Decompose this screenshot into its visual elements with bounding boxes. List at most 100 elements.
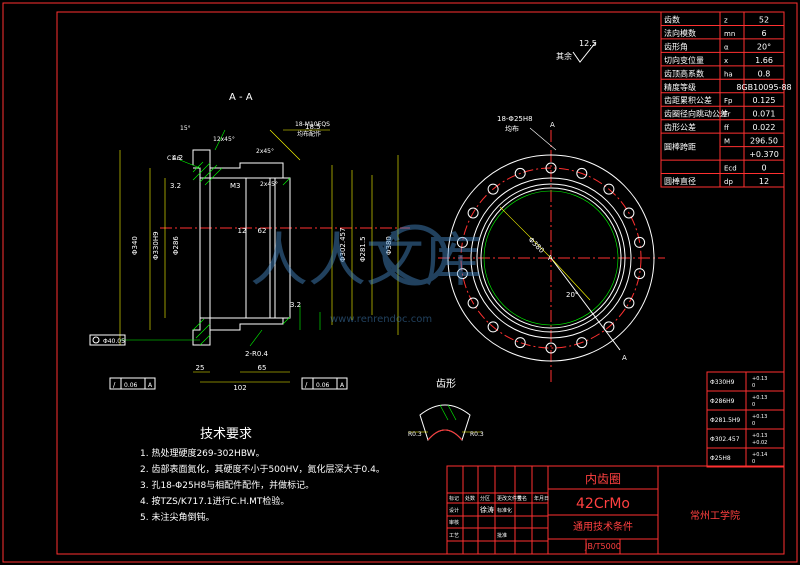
extra-sym: dp <box>724 178 733 186</box>
inner-border <box>56 11 785 555</box>
fcf-box <box>301 377 348 390</box>
bolt-hole <box>467 297 479 309</box>
param-name: 齿形公差 <box>664 122 696 132</box>
front-dia: Φ380 <box>527 236 546 255</box>
tol-upper: +0.13 <box>752 376 767 382</box>
tol-upper: +0.13 <box>752 414 767 420</box>
param-sym: ha <box>724 70 733 78</box>
fcf-tol: 0.06 <box>124 382 138 389</box>
bolt-hole <box>623 207 635 219</box>
tol-upper: +0.13 <box>752 433 767 439</box>
bolt-hole <box>634 268 646 280</box>
dim-102: 102 <box>233 384 246 392</box>
span-name: 圆棒跨距 <box>664 142 696 152</box>
param-sym: Fr <box>724 111 731 119</box>
param-val: 0.071 <box>753 110 776 119</box>
tol-upper: +0.13 <box>752 395 767 401</box>
dim-phi-380: Φ380 <box>385 236 393 255</box>
bolt-hole <box>603 321 615 333</box>
dim-angle: 15° <box>180 125 191 132</box>
bolt-hole <box>545 342 557 354</box>
tech-title: 技术要求 <box>200 427 252 442</box>
param-val: 20° <box>757 42 771 51</box>
tech-item: 4. 按TZS/K717.1进行C.H.MT检验。 <box>140 495 289 507</box>
tb-process: 工艺 <box>449 533 459 539</box>
dim-holes-note: 均布配作 <box>297 130 321 138</box>
tb-header: 年月日 <box>534 495 549 502</box>
tol-lower: +0.02 <box>752 440 767 446</box>
title-block <box>446 465 785 555</box>
bolt-hole <box>467 207 479 219</box>
tb-design: 设计 <box>449 507 459 514</box>
roughness-symbol <box>572 41 597 63</box>
cut-a-bottom: A <box>622 354 627 362</box>
extra-name: 圆棒直径 <box>664 176 696 186</box>
fcf-box <box>109 377 156 390</box>
tb-header: 更改文件号 <box>497 495 522 502</box>
param-name: 法向模数 <box>664 28 696 38</box>
dim-c1-6: C1.6 <box>167 155 181 162</box>
tolerance-table <box>706 371 785 468</box>
tb-review: 审核 <box>449 519 459 526</box>
roughness-text: 其余 <box>556 51 572 61</box>
designer-name: 徐涛 <box>480 505 494 514</box>
cut-a-top: A <box>550 121 555 129</box>
dim-65: 65 <box>258 364 267 372</box>
fcf-symbol: / <box>305 381 308 389</box>
datum-a-mark: A <box>548 254 553 262</box>
tol-lower: 0 <box>752 402 755 408</box>
dim-phi-281: Φ281.5 <box>359 236 367 262</box>
bolt-hole <box>545 162 557 174</box>
tb-header: 分区 <box>480 495 490 502</box>
watermark: 人人文库 www.renrendoc.com <box>250 224 482 325</box>
front-holes: 18-Φ25H8 <box>497 115 533 123</box>
param-sym: Fp <box>724 97 733 105</box>
dim-3-2a: 3.2 <box>170 182 181 190</box>
bolt-hole <box>514 337 526 349</box>
param-name: 精度等级 <box>664 82 696 92</box>
dim-12: 12 <box>238 227 247 235</box>
section-label: A - A <box>229 92 253 103</box>
general-note: 通用技术条件 <box>573 520 633 533</box>
section-view <box>119 129 410 383</box>
dim-chamfer2: 2x45° <box>256 148 274 155</box>
tol-label: Φ286H9 <box>710 398 735 405</box>
tooth-profile <box>408 404 482 442</box>
dim-phi-302: Φ302.457 <box>339 228 347 262</box>
param-val: 1.66 <box>755 56 773 65</box>
fcf-symbol: / <box>113 381 116 389</box>
bolt-hole <box>514 167 526 179</box>
dim-62: 62 <box>258 227 267 235</box>
param-val: 0.125 <box>753 96 776 105</box>
param-name: 切向变位量 <box>664 55 704 65</box>
param-sym: α <box>724 43 729 51</box>
bolt-hole <box>456 236 468 248</box>
param-sym: ff <box>724 124 729 132</box>
dim-phi-340: Φ340 <box>131 236 139 255</box>
dim-25: 25 <box>196 364 205 372</box>
dim-chamfer: 12x45° <box>213 136 235 143</box>
span-sym: M <box>724 138 730 146</box>
datum-value: Φ40.05 <box>103 338 125 345</box>
bolt-hole <box>487 183 499 195</box>
tech-item: 2. 齿部表面氮化，其硬度不小于500HV，氮化层深大于0.4。 <box>140 463 385 475</box>
dim-phi-330: Φ330H9 <box>152 231 160 260</box>
bolt-hole <box>634 236 646 248</box>
tol-lower: 0 <box>752 459 755 465</box>
tol-label: Φ281.5H9 <box>710 417 740 424</box>
span-val: 296.50 <box>750 137 778 146</box>
param-sym: mn <box>724 30 735 38</box>
tol-lower: 0 <box>752 383 755 389</box>
bolt-hole <box>576 337 588 349</box>
standard-ref: JB/T5000 <box>584 542 621 551</box>
param-val: 0.022 <box>753 123 776 132</box>
watermark-text: 人人文库 <box>250 226 482 294</box>
dim-chamfer3: 2x45° <box>260 181 278 188</box>
param-sym: x <box>724 57 728 65</box>
tol-label: Φ302.457 <box>710 436 740 443</box>
material: 42CrMo <box>576 496 630 512</box>
fcf-datum: A <box>148 382 153 389</box>
extra-sym: Ecd <box>724 165 737 173</box>
param-val: 0.8 <box>758 69 771 78</box>
